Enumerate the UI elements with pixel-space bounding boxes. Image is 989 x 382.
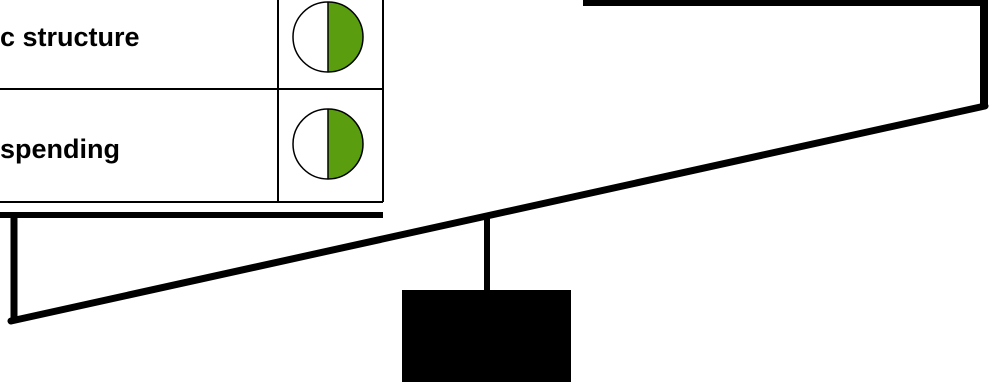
rating-pie-outline: [292, 108, 364, 180]
fulcrum-base: [402, 290, 571, 382]
rating-pie-fill: [328, 2, 363, 72]
row-label-structure: c structure: [0, 22, 140, 52]
right-tray-hanger: [583, 0, 988, 106]
seesaw-beam: [7, 102, 989, 325]
row-label-spending: spending: [0, 134, 120, 164]
rating-pie-fill: [328, 109, 363, 179]
rating-pie-1: [292, 1, 364, 73]
rating-pie-2: [292, 108, 364, 180]
rating-pie-outline: [292, 1, 364, 73]
